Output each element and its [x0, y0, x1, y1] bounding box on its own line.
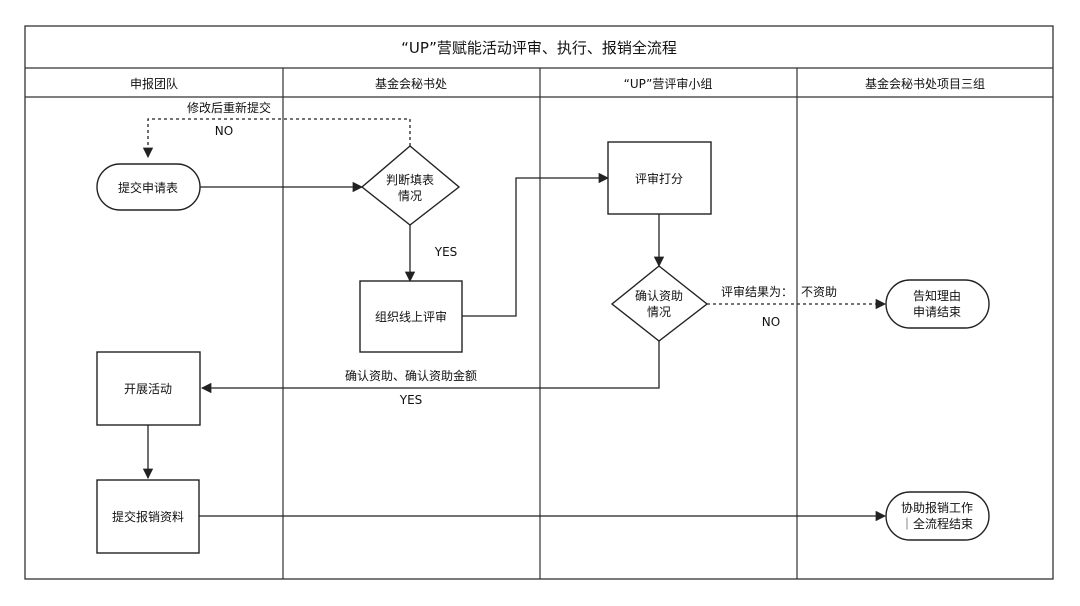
node-notify-reason: 告知理由 申请结束 [885, 279, 990, 329]
node-judge-form-line-1: 判断填表 [386, 172, 434, 187]
node-assist-reimburse-line-2: ｜全流程结束 [901, 516, 973, 531]
edge-label-yes-1: YES [434, 245, 458, 259]
node-organize-review-line-1: 组织线上评审 [375, 309, 447, 324]
edge-label-no-2: NO [762, 315, 780, 329]
node-confirm-funding: 确认资助 情况 [610, 265, 709, 342]
node-submit-reimburse-line-1: 提交报销资料 [112, 509, 184, 524]
diagram-title: “UP”营赋能活动评审、执行、报销全流程 [401, 39, 677, 57]
node-start-activity-line-1: 开展活动 [124, 382, 172, 396]
lane-header-applicant: 申报团队 [130, 76, 178, 91]
edge-label-resubmit: 修改后重新提交 [187, 100, 271, 115]
node-confirm-funding-line-1: 确认资助 [635, 289, 683, 303]
edge-label-not-funded: 不资助 [801, 285, 837, 299]
edge-label-no-1: NO [215, 124, 233, 138]
node-review-score-line-1: 评审打分 [635, 171, 683, 186]
node-submit-form: 提交申请表 [96, 163, 201, 211]
lane-header-secretariat: 基金会秘书处 [375, 76, 447, 91]
node-assist-reimburse: 协助报销工作 ｜全流程结束 [885, 491, 990, 541]
node-notify-reason-line-2: 申请结束 [913, 305, 961, 319]
node-assist-reimburse-line-1: 协助报销工作 [901, 500, 973, 515]
node-start-activity: 开展活动 [96, 351, 201, 426]
node-review-score: 评审打分 [607, 141, 712, 215]
lane-header-review-team: “UP”营评审小组 [624, 76, 713, 91]
edge-label-confirm-amount: 确认资助、确认资助金额 [345, 368, 477, 383]
edge-label-yes-2: YES [399, 393, 423, 407]
node-confirm-funding-line-2: 情况 [647, 305, 671, 319]
node-organize-review: 组织线上评审 [359, 280, 463, 353]
node-judge-form-line-2: 情况 [398, 189, 422, 203]
node-submit-reimburse: 提交报销资料 [96, 479, 200, 554]
edge-organize-to-score [462, 172, 610, 317]
edge-label-result-prefix: 评审结果为： [721, 284, 793, 299]
node-judge-form: 判断填表 情况 [360, 145, 461, 226]
node-notify-reason-line-1: 告知理由 [913, 289, 961, 303]
edge-resubmit [142, 118, 411, 159]
edge-confirm-to-activity [200, 341, 660, 394]
node-submit-form-line-1: 提交申请表 [118, 180, 178, 195]
lane-header-project-group: 基金会秘书处项目三组 [865, 76, 985, 91]
